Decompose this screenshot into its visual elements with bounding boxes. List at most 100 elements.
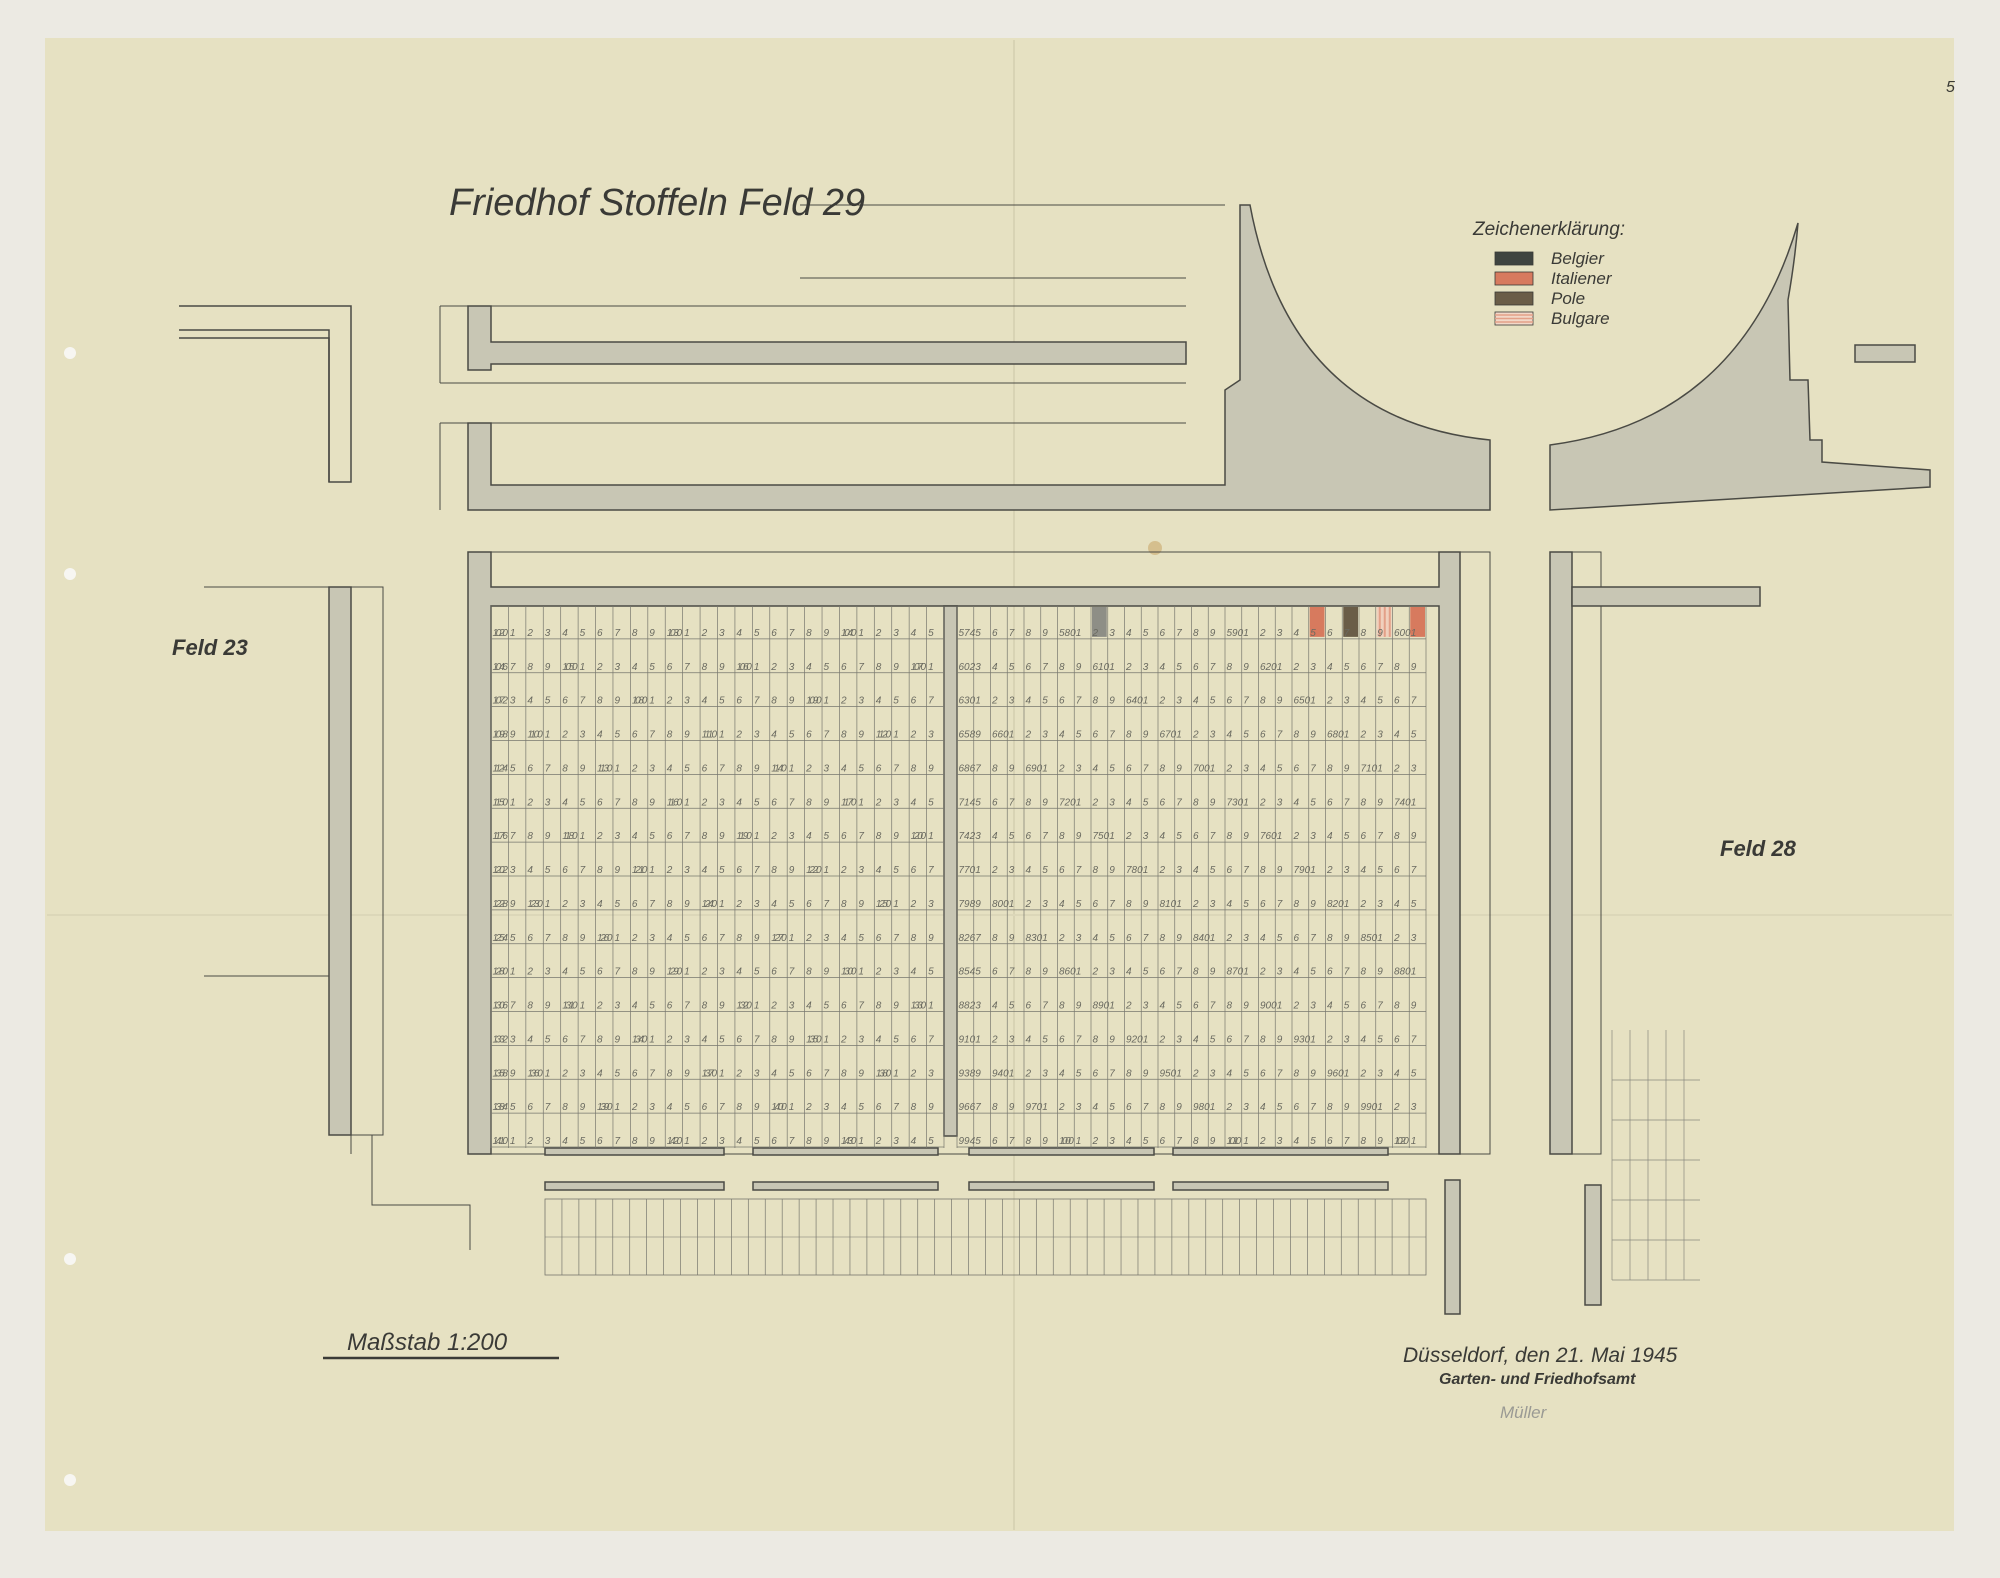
path-left-vertical (328, 586, 352, 1136)
grave-number: 4 (1227, 899, 1233, 910)
grave-number: 4 (1327, 1001, 1333, 1012)
grave-number: 2 (840, 696, 847, 707)
grave-number: 2 (701, 797, 708, 808)
grave-number: 9 (1109, 1034, 1115, 1045)
grave-number: 1430 (841, 1136, 857, 1147)
grave-number: 9 (1344, 933, 1350, 944)
grave-number: 8 (527, 831, 533, 842)
grave-number: 9 (1277, 865, 1283, 876)
grave-number: 6 (1059, 865, 1065, 876)
grave-number: 1030 (667, 628, 683, 639)
grave-number: 7 (1243, 865, 1249, 876)
grave-number: 9 (754, 1102, 760, 1113)
grave-number: 2 (666, 696, 673, 707)
grave-number: 5 (1243, 1068, 1249, 1079)
grave-number: 9 (754, 933, 760, 944)
grave-number: 7 (858, 662, 864, 673)
grave-number: 7 (789, 967, 795, 978)
grave-number: 3 (1344, 696, 1350, 707)
grave-number: 9 (684, 899, 690, 910)
neighbor-label-right: Feld 28 (1720, 836, 1797, 861)
grave-number: 8 (527, 662, 533, 673)
grave-number: 860 (1059, 967, 1076, 978)
grave-number: 4 (771, 1068, 777, 1079)
grave-number: 7 (928, 1034, 934, 1045)
grave-number: 7 (1377, 831, 1383, 842)
grave-number: 1 (545, 899, 551, 910)
grave-number: 1380 (876, 1068, 892, 1079)
grave-number: 710 (1361, 763, 1378, 774)
grave-number: 1 (1411, 1136, 1417, 1147)
path-bottom-segment (544, 1181, 725, 1191)
grave-number: 3 (789, 662, 795, 673)
grave-number: 8 (1059, 1001, 1065, 1012)
grave-number: 2 (561, 1068, 568, 1079)
grave-number: 4 (1026, 1034, 1032, 1045)
grave-number: 7 (510, 1001, 516, 1012)
grave-number: 7 (545, 1102, 551, 1113)
marked-grave-italiener (1410, 607, 1425, 637)
grave-number: 9 (824, 797, 830, 808)
grave-number: 610 (1093, 662, 1110, 673)
grave-number: 7 (580, 696, 586, 707)
grave-number: 5 (614, 899, 620, 910)
punch-hole (64, 1253, 76, 1265)
grave-number: 1180 (562, 831, 578, 842)
grave-number: 9 (649, 1136, 655, 1147)
grave-number: 5 (754, 967, 760, 978)
legend-heading: Zeichenerklärung: (1472, 219, 1625, 240)
grave-number: 6 (1327, 628, 1333, 639)
grave-number: 9 (545, 662, 551, 673)
grave-number: 9 (893, 831, 899, 842)
grave-number: 4 (1160, 831, 1166, 842)
grave-number: 7 (789, 628, 795, 639)
stripe (1378, 607, 1381, 637)
grave-number: 3 (789, 1001, 795, 1012)
grave-number: 1 (858, 797, 864, 808)
grave-number: 8 (1394, 662, 1400, 673)
footer-place-date: Düsseldorf, den 21. Mai 1945 (1403, 1344, 1678, 1367)
grave-number: 3 (614, 1001, 620, 1012)
path-bottom-segment (968, 1181, 1155, 1191)
grave-number: 7 (1310, 1102, 1316, 1113)
grave-number: 9 (893, 662, 899, 673)
grave-number: 3 (1411, 933, 1417, 944)
grave-number: 7 (719, 933, 725, 944)
grave-number: 1098 (493, 730, 509, 741)
grave-number: 2 (666, 1034, 673, 1045)
grave-number: 9 (1176, 933, 1182, 944)
grave-number: 1 (684, 628, 690, 639)
grave-number: 1140 (771, 763, 787, 774)
grave-number: 4 (876, 1034, 882, 1045)
grave-number: 1228 (493, 899, 509, 910)
grave-number: 9 (858, 730, 864, 741)
grave-number: 8 (1160, 1102, 1166, 1113)
grave-number: 4 (841, 933, 847, 944)
grave-number: 6 (1160, 628, 1166, 639)
stain (1148, 541, 1162, 555)
grave-number: 7 (1109, 730, 1115, 741)
grave-number: 1 (824, 696, 830, 707)
grave-number: 1190 (736, 831, 752, 842)
grave-number: 3 (858, 696, 864, 707)
grave-number: 2 (1159, 696, 1166, 707)
grave-number: 2 (770, 1001, 777, 1012)
grave-number: 574 (959, 628, 976, 639)
path-outline (204, 586, 384, 1154)
grave-number: 8 (1193, 628, 1199, 639)
path-bottom-segment (544, 1147, 725, 1156)
grave-number: 2 (875, 628, 882, 639)
grave-number: 7 (824, 1068, 830, 1079)
grave-number: 1 (1310, 1034, 1316, 1045)
grave-number: 1 (719, 1068, 725, 1079)
grave-number: 9 (1076, 662, 1082, 673)
grave-number: 1330 (911, 1001, 927, 1012)
grave-number: 9 (545, 831, 551, 842)
grave-number: 760 (1260, 831, 1277, 842)
grave-number: 8 (771, 1034, 777, 1045)
grave-number: 7 (754, 865, 760, 876)
grave-number: 4 (1059, 899, 1065, 910)
grave-number: 1 (975, 1034, 981, 1045)
grave-number: 980 (1193, 1102, 1210, 1113)
grave-number: 3 (1076, 1102, 1082, 1113)
